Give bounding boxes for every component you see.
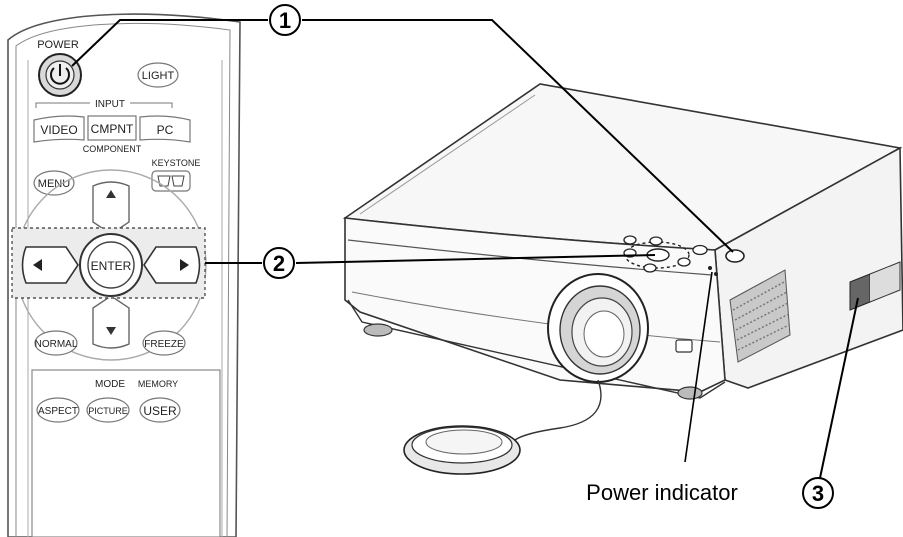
callout-3: 3 bbox=[802, 477, 834, 509]
right-button[interactable] bbox=[143, 246, 201, 284]
light-button[interactable]: LIGHT bbox=[137, 62, 179, 88]
control-panel bbox=[623, 235, 745, 276]
arrow-right-icon bbox=[180, 259, 189, 271]
power-indicator-led bbox=[708, 266, 712, 270]
projector-power-button bbox=[725, 249, 745, 263]
foot-right bbox=[677, 386, 703, 400]
memory-label: MEMORY bbox=[138, 379, 178, 389]
freeze-label: FREEZE bbox=[144, 339, 184, 350]
video-label: VIDEO bbox=[40, 123, 77, 137]
picture-button[interactable]: PICTURE bbox=[86, 397, 130, 423]
component-label: COMPONENT bbox=[83, 144, 142, 154]
aspect-label: ASPECT bbox=[38, 406, 78, 417]
arrow-left-icon bbox=[33, 259, 42, 271]
normal-button[interactable]: NORMAL bbox=[34, 330, 78, 356]
callout-lines bbox=[71, 19, 859, 479]
callout-3-label: 3 bbox=[812, 481, 824, 506]
mode-label: MODE bbox=[95, 379, 125, 390]
callout-2: 2 bbox=[263, 247, 295, 279]
power-label: POWER bbox=[37, 39, 79, 51]
light-label: LIGHT bbox=[142, 70, 175, 82]
power-icon bbox=[50, 64, 70, 85]
enter-label: ENTER bbox=[91, 259, 132, 273]
lens bbox=[547, 273, 649, 383]
up-button[interactable] bbox=[92, 181, 130, 235]
aspect-button[interactable]: ASPECT bbox=[36, 397, 80, 423]
lower-panel bbox=[31, 369, 221, 537]
ir-receiver bbox=[675, 339, 693, 353]
input-label: INPUT bbox=[95, 99, 125, 110]
pc-button[interactable]: PC bbox=[139, 115, 191, 143]
picture-label: PICTURE bbox=[88, 406, 128, 416]
arrow-down-icon bbox=[106, 327, 116, 335]
freeze-button[interactable]: FREEZE bbox=[142, 330, 186, 356]
enter-button[interactable]: ENTER bbox=[79, 233, 143, 297]
callout-1-label: 1 bbox=[279, 8, 291, 33]
lens-cap bbox=[403, 379, 602, 475]
menu-label: MENU bbox=[38, 178, 70, 190]
user-label: USER bbox=[143, 404, 177, 418]
user-button[interactable]: USER bbox=[139, 397, 181, 423]
keystone-label: KEYSTONE bbox=[152, 158, 201, 168]
callout-1: 1 bbox=[269, 4, 301, 36]
cmpnt-button[interactable]: CMPNT bbox=[87, 115, 137, 141]
callout-2-label: 2 bbox=[273, 251, 285, 276]
normal-label: NORMAL bbox=[35, 339, 78, 350]
vent-grille bbox=[729, 269, 791, 363]
foot-left bbox=[363, 323, 393, 337]
arrow-up-icon bbox=[106, 190, 116, 198]
down-button[interactable] bbox=[92, 295, 130, 349]
keystone-button[interactable] bbox=[151, 170, 191, 192]
power-indicator-label: Power indicator bbox=[586, 480, 738, 505]
projector bbox=[342, 83, 903, 475]
menu-button[interactable]: MENU bbox=[33, 170, 75, 196]
remote-control: POWER LIGHT INPUT VIDEO CMPNT PC bbox=[7, 13, 241, 537]
video-button[interactable]: VIDEO bbox=[33, 115, 85, 143]
cmpnt-label: CMPNT bbox=[91, 122, 134, 136]
left-button[interactable] bbox=[21, 246, 79, 284]
power-button[interactable] bbox=[38, 53, 82, 97]
pc-label: PC bbox=[157, 123, 174, 137]
